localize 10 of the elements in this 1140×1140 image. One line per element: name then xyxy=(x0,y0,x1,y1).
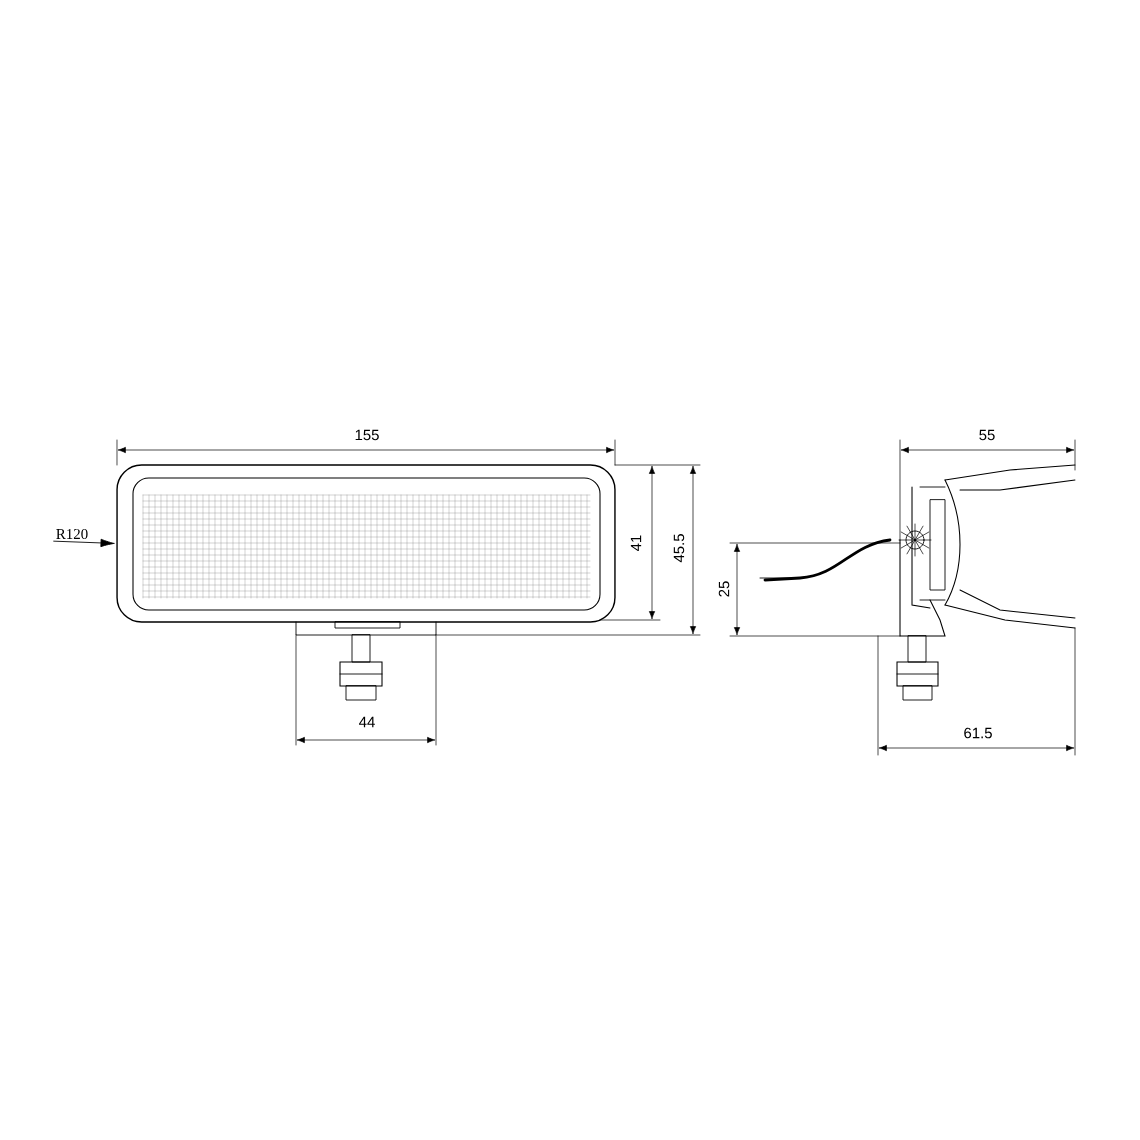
dimension-label: 155 xyxy=(355,429,379,441)
dimension-label: 44 xyxy=(359,716,375,728)
lamp-housing xyxy=(116,464,616,623)
radius-label: R120 xyxy=(56,529,88,540)
dimension-label: 45.5 xyxy=(673,534,685,563)
dimension-label: 55 xyxy=(979,429,995,441)
dimension-label: 41 xyxy=(630,535,642,551)
dimension-label: 25 xyxy=(718,581,730,597)
dimension-label: 61.5 xyxy=(964,727,992,739)
leader-line xyxy=(53,538,115,548)
